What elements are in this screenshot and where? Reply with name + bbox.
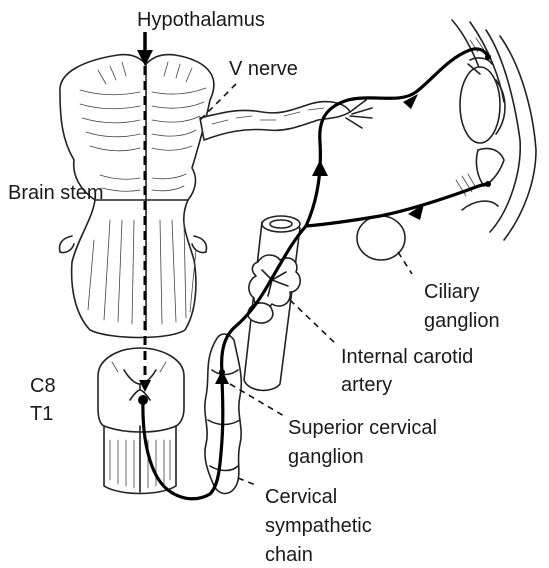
ciliary-ganglion-drawing bbox=[357, 216, 405, 260]
label-hypothalamus: Hypothalamus bbox=[137, 9, 265, 31]
label-superior-cervical-line2: ganglion bbox=[288, 446, 364, 468]
label-cervical-chain-line2: sympathetic bbox=[265, 515, 372, 537]
label-cervical-chain-line1: Cervical bbox=[265, 486, 337, 508]
label-t1: T1 bbox=[30, 403, 53, 425]
label-c8: C8 bbox=[30, 375, 56, 397]
label-superior-cervical-line1: Superior cervical bbox=[288, 417, 437, 439]
carotid-artery-drawing bbox=[244, 216, 300, 390]
label-cervical-chain-line3: chain bbox=[265, 544, 313, 566]
label-v-nerve: V nerve bbox=[229, 58, 298, 80]
label-internal-carotid-line1: Internal carotid bbox=[341, 346, 473, 368]
label-brain-stem: Brain stem bbox=[8, 182, 104, 204]
label-ciliary-ganglion-line1: Ciliary bbox=[424, 281, 480, 303]
label-internal-carotid-line2: artery bbox=[341, 374, 392, 396]
label-ciliary-ganglion-line2: ganglion bbox=[424, 310, 500, 332]
spinal-cord-segment-drawing bbox=[98, 348, 184, 494]
v-nerve-drawing bbox=[200, 100, 372, 140]
